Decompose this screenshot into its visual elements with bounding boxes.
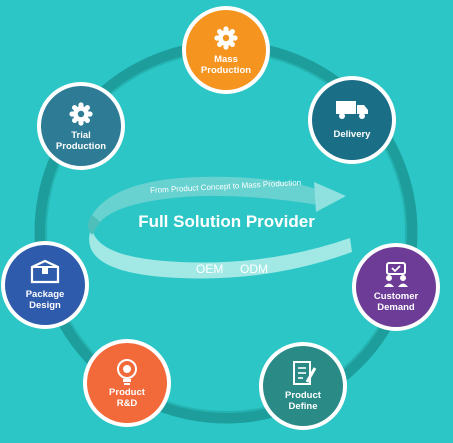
ribbon-arrowhead [314, 182, 346, 212]
tag-oem: OEM [196, 262, 224, 276]
node-label-line1: Product [285, 390, 321, 401]
node-product-define [259, 342, 347, 430]
node-label-line2: Design [29, 300, 61, 311]
center-ribbon [88, 176, 352, 279]
node-label-line1: Package [25, 289, 65, 300]
node-disc [41, 86, 121, 166]
node-package-design [1, 241, 89, 329]
node-label-line1: Trial [71, 130, 91, 141]
gear-icon [69, 102, 93, 126]
node-disc [186, 10, 266, 90]
gear-icon [214, 26, 238, 50]
center-title: Full Solution Provider [138, 212, 315, 231]
node-label-line2: Demand [377, 302, 415, 313]
box-icon [30, 259, 60, 284]
node-label-line2: Production [200, 65, 252, 76]
node-label-line1: Mass [214, 54, 238, 65]
document-icon [293, 361, 317, 385]
node-label-line2: Define [288, 401, 318, 412]
node-label-line2: Production [55, 141, 107, 152]
node-disc [5, 245, 85, 325]
node-label-line1: Customer [373, 291, 419, 302]
users-icon [384, 262, 408, 287]
lightbulb-gear-icon [117, 359, 137, 385]
node-mass-production [182, 6, 270, 94]
node-disc [263, 346, 343, 426]
node-trial-production [37, 82, 125, 170]
node-label-delivery: Delivery [312, 129, 392, 140]
node-delivery [308, 76, 396, 164]
node-customer-demand [352, 243, 440, 331]
node-label-line1: Delivery [333, 129, 371, 140]
node-label-line2: R&D [116, 398, 138, 409]
node-disc [312, 80, 392, 160]
tag-odm: ODM [240, 262, 268, 276]
truck-icon [336, 101, 368, 119]
node-product-rd [83, 339, 171, 427]
node-label-line1: Product [109, 387, 145, 398]
node-disc [356, 247, 436, 327]
